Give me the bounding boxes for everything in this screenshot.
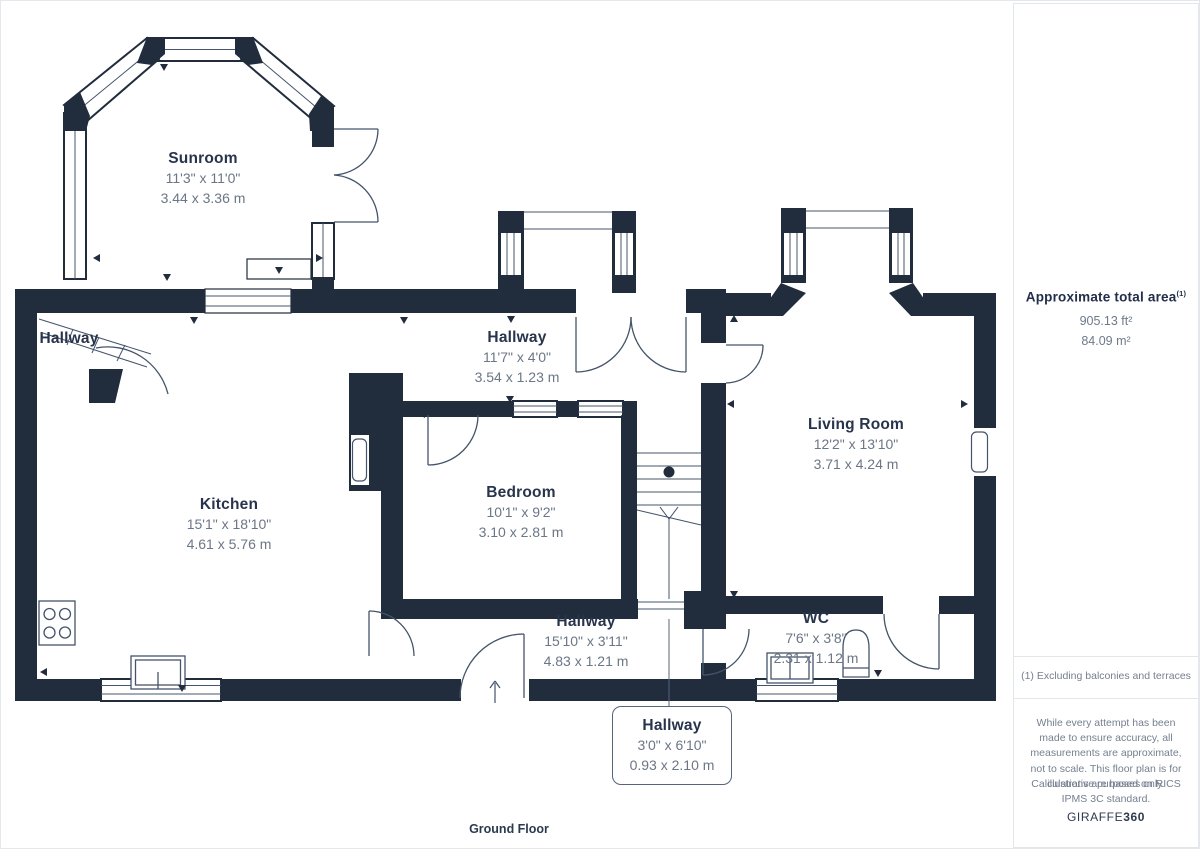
calculation-note: Calculations are based on RICS IPMS 3C s… <box>1031 778 1181 806</box>
wc-sink <box>766 652 814 684</box>
room-label-bedroom: Bedroom 10'1" x 9'2" 3.10 x 2.81 m <box>478 484 564 540</box>
divider <box>1014 656 1198 657</box>
radiator <box>351 438 368 482</box>
floor-name: Ground Floor <box>469 822 549 836</box>
room-label-hallway-entry: Hallway <box>39 330 99 347</box>
kitchen-stove <box>38 600 76 646</box>
walls <box>15 37 996 701</box>
exclusion-note: (1) Excluding balconies and terraces <box>1021 670 1191 682</box>
wall-recesses <box>351 233 996 485</box>
total-area-ft: 905.13 ft² <box>1079 314 1133 328</box>
disclaimer-text: While every attempt has been made to ens… <box>1030 717 1182 790</box>
kitchen-sink <box>130 655 186 690</box>
wc-toilet <box>842 629 870 678</box>
stair-newel <box>663 466 675 478</box>
entry-arrow <box>489 680 501 703</box>
room-label-kitchen: Kitchen 15'1" x 18'10" 4.61 x 5.76 m <box>186 496 272 552</box>
room-label-sunroom: Sunroom 11'3" x 11'0" 3.44 x 3.36 m <box>160 150 246 206</box>
radiator <box>970 431 989 473</box>
door-arcs <box>95 128 940 699</box>
room-label-hallway-top: Hallway 11'7" x 4'0" 3.54 x 1.23 m <box>474 329 560 385</box>
info-sidebar: Approximate total area(1) 905.13 ft² 84.… <box>1013 3 1199 848</box>
giraffe360-logo: GIRAFFE360 <box>1066 810 1146 824</box>
staircase <box>636 452 702 599</box>
floorplan-drawing <box>15 36 996 708</box>
total-area-m: 84.09 m² <box>1081 334 1131 348</box>
hallway-callout: Hallway 3'0" x 6'10" 0.93 x 2.10 m <box>612 706 732 785</box>
room-label-wc: WC 7'6" x 3'8" 2.31 x 1.12 m <box>773 610 859 666</box>
direction-markers <box>40 64 968 692</box>
divider <box>1014 698 1198 699</box>
room-label-living-room: Living Room 12'2" x 13'10" 3.71 x 4.24 m <box>807 416 905 472</box>
room-label-hallway-bottom: Hallway 15'10" x 3'11" 4.83 x 1.21 m <box>543 613 629 669</box>
entry-stairs <box>38 318 152 368</box>
total-area-title: Approximate total area(1) <box>1025 289 1187 305</box>
